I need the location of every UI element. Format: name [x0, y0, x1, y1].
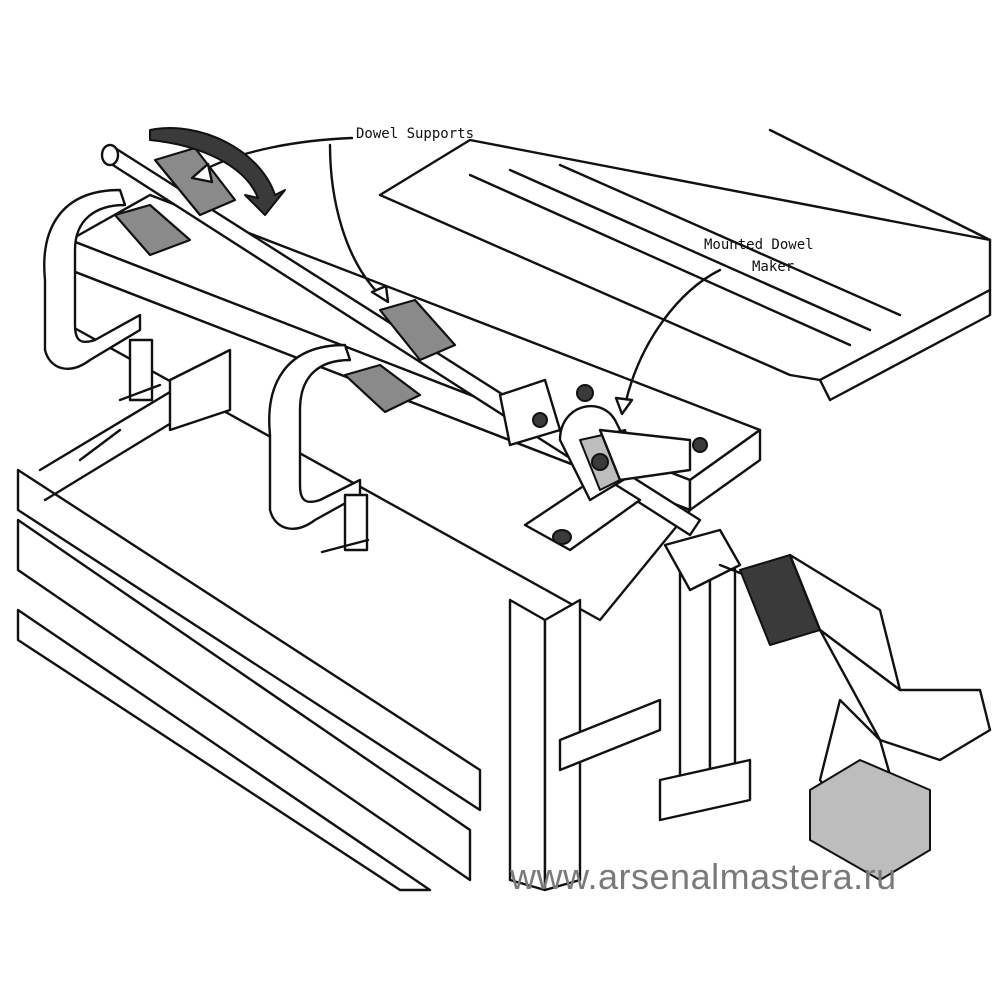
c-clamp-left [43, 188, 162, 402]
callout-arrows [149, 127, 722, 416]
dowel-supports-label: Dowel Supports [356, 126, 475, 142]
dowel-support-blocks [113, 146, 457, 414]
mounted-dowel-maker-label-line1: Mounted Dowel [704, 237, 814, 253]
cordless-drill [663, 528, 992, 881]
dowel-maker-assembly [498, 378, 708, 552]
dowel-rod [100, 143, 702, 537]
watermark-url: www.arsenalmastera.ru [510, 856, 897, 897]
mounted-dowel-maker-label-line2: Maker [752, 259, 795, 275]
bench-legs [168, 348, 752, 892]
c-clamp-right [268, 343, 370, 554]
bench-top [378, 128, 992, 402]
bench-lower-frame [16, 348, 482, 892]
